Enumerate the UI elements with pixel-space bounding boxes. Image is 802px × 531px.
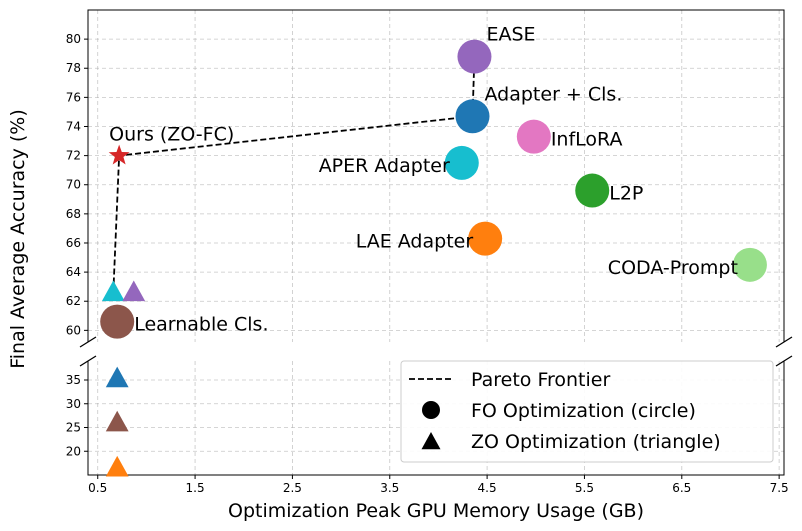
pareto-frontier-line xyxy=(112,56,476,293)
legend-entry-label: FO Optimization (circle) xyxy=(471,400,696,422)
circle-marker xyxy=(100,304,135,339)
y-tick-label: 80 xyxy=(66,32,81,46)
data-points xyxy=(100,39,767,477)
axis-break-mark xyxy=(775,355,793,367)
legend-circle-symbol xyxy=(422,401,440,419)
bottom-panel-frame xyxy=(87,361,785,476)
y-tick-label: 76 xyxy=(66,90,81,104)
point-label: Adapter + Cls. xyxy=(485,83,623,105)
point-label: InfLoRA xyxy=(551,129,623,151)
y-tick-label: 70 xyxy=(66,178,81,192)
point-label: LAE Adapter xyxy=(356,231,474,253)
y-tick-label: 20 xyxy=(66,444,81,458)
point-labels: EASE Adapter + Cls. InfLoRA APER AdapterL2P… xyxy=(109,24,738,336)
triangle-marker xyxy=(105,366,129,388)
y-tick-label: 60 xyxy=(66,323,81,337)
x-axis-label: Optimization Peak GPU Memory Usage (GB) xyxy=(228,500,644,522)
point-label: EASE xyxy=(486,24,535,46)
axis-break-mark xyxy=(79,336,97,348)
triangle-marker xyxy=(105,455,129,477)
point-label: L2P xyxy=(609,183,643,205)
legend-entry-label: ZO Optimization (triangle) xyxy=(471,431,721,453)
legend-entry-label: Pareto Frontier xyxy=(471,369,610,391)
triangle-marker xyxy=(101,280,125,302)
x-tick-label: 5.5 xyxy=(575,481,594,495)
point-label: CODA-Prompt xyxy=(608,257,738,279)
y-tick-label: 78 xyxy=(66,61,81,75)
tick-layer: 0.5 1.5 2.5 3.5 4.5 5.5 6.5 7.5 60 62 64 66 68 70 72 74… xyxy=(66,32,789,495)
axis-break-mark xyxy=(775,336,793,348)
legend-box xyxy=(400,360,774,463)
x-tick-label: 3.5 xyxy=(380,481,399,495)
star-marker xyxy=(108,144,130,165)
y-tick-label: 66 xyxy=(66,236,81,250)
legend: Pareto Frontier FO Optimization (circle) Z… xyxy=(400,360,774,463)
circle-marker xyxy=(732,247,767,282)
y-tick-label: 30 xyxy=(66,397,81,411)
top-panel-frame xyxy=(87,9,785,342)
grid-layer xyxy=(88,10,784,475)
point-label: Learnable Cls. xyxy=(134,314,268,336)
y-tick-label: 35 xyxy=(66,373,81,387)
point-label: Ours (ZO-FC) xyxy=(109,124,234,146)
y-tick-label: 74 xyxy=(66,119,81,133)
y-tick-label: 64 xyxy=(66,265,81,279)
x-tick-label: 4.5 xyxy=(478,481,497,495)
axes-frame xyxy=(79,9,793,476)
y-axis-label: Final Average Accuracy (%) xyxy=(7,109,29,369)
circle-marker xyxy=(444,145,479,180)
pareto-frontier xyxy=(112,56,476,293)
y-tick-label: 25 xyxy=(66,421,81,435)
x-tick-label: 1.5 xyxy=(186,481,205,495)
x-tick-label: 6.5 xyxy=(672,481,691,495)
circle-marker xyxy=(457,39,492,74)
circle-marker xyxy=(455,99,490,134)
circle-marker xyxy=(516,119,551,154)
triangle-marker xyxy=(122,280,146,302)
triangle-marker xyxy=(105,410,129,432)
x-tick-label: 7.5 xyxy=(770,481,789,495)
x-tick-label: 2.5 xyxy=(283,481,302,495)
y-tick-label: 68 xyxy=(66,207,81,221)
circle-marker xyxy=(575,173,610,208)
legend-triangle-symbol xyxy=(421,432,441,450)
point-label: APER Adapter xyxy=(319,155,450,177)
y-tick-label: 62 xyxy=(66,294,81,308)
circle-marker xyxy=(468,221,503,256)
x-tick-label: 0.5 xyxy=(88,481,107,495)
y-tick-label: 72 xyxy=(66,149,81,163)
axis-break-mark xyxy=(79,355,97,367)
